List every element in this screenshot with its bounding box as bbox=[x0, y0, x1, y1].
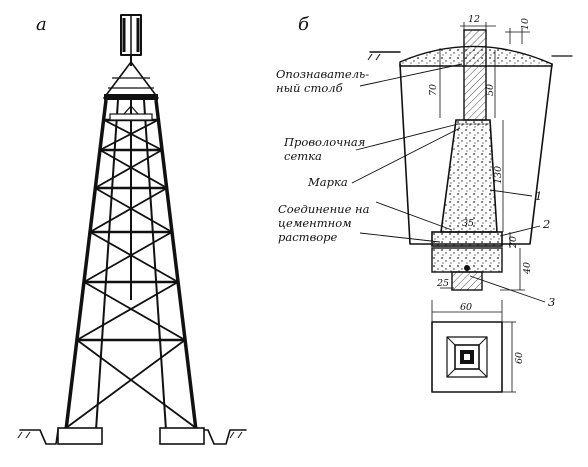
dim-40: 40 bbox=[522, 262, 533, 275]
dim-70: 70 bbox=[428, 84, 439, 96]
label-joint-line1: Соединение на bbox=[278, 202, 370, 216]
bottom-centre bbox=[451, 271, 483, 291]
centre-mark-section bbox=[351, 22, 573, 393]
dim-60-width: 60 bbox=[460, 302, 472, 313]
label-wire-mesh-line2: сетка bbox=[284, 149, 322, 163]
signal-tower bbox=[17, 14, 247, 445]
panel-a-letter: а bbox=[36, 14, 47, 35]
mark-monolith bbox=[440, 119, 498, 233]
dim-25: 25 bbox=[436, 278, 449, 289]
label-identification-post-line1: Опознаватель- bbox=[276, 67, 369, 81]
dim-10: 10 bbox=[520, 18, 531, 30]
dim-12: 12 bbox=[468, 14, 480, 25]
callout-3: 3 bbox=[548, 295, 555, 309]
base-slab bbox=[431, 231, 503, 247]
dim-130: 130 bbox=[493, 166, 504, 184]
panel-b-letter: б bbox=[298, 14, 310, 35]
callout-2: 2 bbox=[542, 217, 550, 231]
label-wire-mesh-line1: Проволочная bbox=[283, 135, 365, 149]
dim-20: 20 bbox=[508, 236, 519, 249]
dim-35: 35 bbox=[462, 218, 474, 229]
dim-60-plan: 60 bbox=[514, 352, 525, 364]
label-joint-line3: растворе bbox=[278, 230, 338, 244]
callout-1: 1 bbox=[535, 189, 542, 203]
identification-post bbox=[463, 29, 487, 121]
label-joint-line2: цементном bbox=[278, 216, 352, 230]
label-mark: Марка bbox=[307, 175, 348, 189]
dim-50: 50 bbox=[485, 84, 496, 96]
label-identification-post-line2: ный столб bbox=[276, 81, 344, 95]
plan-outer bbox=[431, 321, 503, 393]
